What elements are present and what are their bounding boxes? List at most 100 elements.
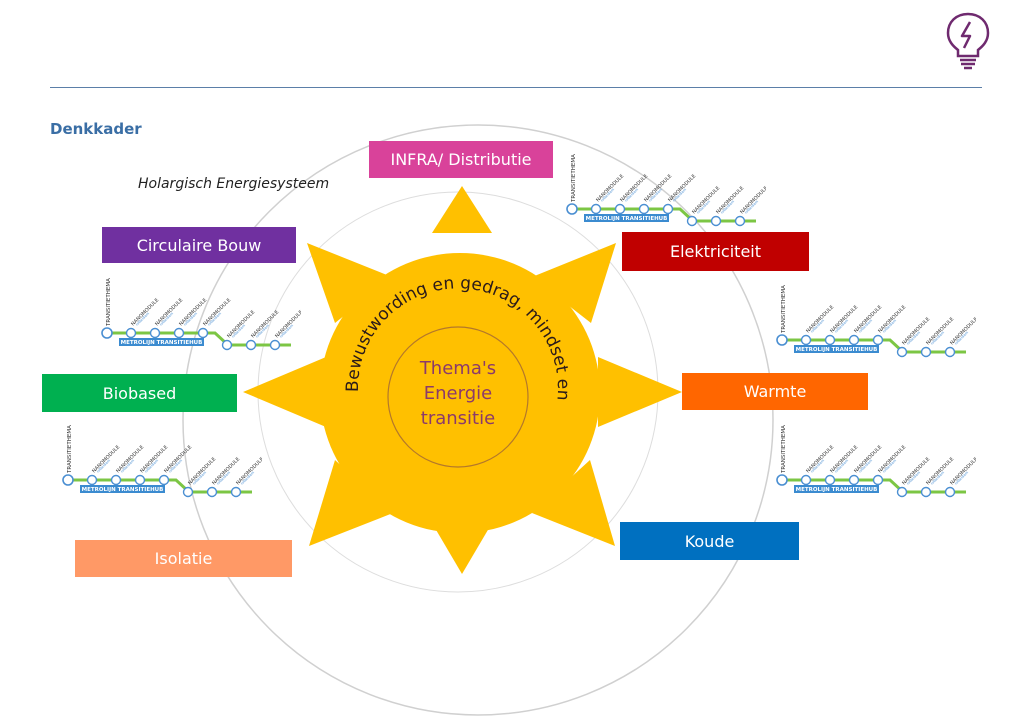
metro-station: [182, 486, 194, 498]
metro-station: [245, 339, 257, 351]
metro-hub-badge: [794, 345, 879, 353]
metro-thema-label: TRANSITIETHEMA: [571, 154, 577, 203]
section-title: Denkkader: [50, 120, 142, 138]
metro-start-station: [776, 474, 788, 486]
theme-infra-label: INFRA/ Distributie: [390, 150, 532, 169]
center-circle: [387, 326, 529, 468]
ray-upper-right: [532, 243, 616, 323]
metro-station: [920, 486, 932, 498]
metro-start-station: [776, 334, 788, 346]
metro-station: [800, 474, 812, 486]
theme-elektriciteit: Elektriciteit: [622, 232, 809, 271]
metro-station: [848, 334, 860, 346]
metro-hub-label: METROLIJN TRANSITIEHUB: [796, 347, 878, 353]
metro-station: [149, 327, 161, 339]
metro-station: [920, 346, 932, 358]
metro-station: [269, 339, 281, 351]
header-divider: [50, 87, 982, 88]
metro-hub-badge: [794, 485, 879, 493]
metro-station: [230, 486, 242, 498]
center-line-3: transitie: [421, 408, 495, 429]
metro-track: [782, 478, 966, 494]
metro-station: [734, 215, 746, 227]
metro-station: [824, 334, 836, 346]
metro-station: [158, 474, 170, 486]
metro-station: [800, 334, 812, 346]
theme-koude: Koude: [620, 522, 799, 560]
ray-left: [243, 357, 326, 427]
lightbulb-icon: [946, 12, 990, 70]
metro-station: [944, 486, 956, 498]
center-line-1: Thema's: [419, 358, 496, 379]
metro-start-station: [62, 474, 74, 486]
center-line-2: Energie: [424, 383, 492, 404]
sun-rays: [243, 186, 682, 574]
ray-bottom: [432, 523, 492, 574]
metro-station: [86, 474, 98, 486]
metro-station: [662, 203, 674, 215]
metro-hub-label: METROLIJN TRANSITIEHUB: [82, 487, 164, 493]
theme-circulaire-label: Circulaire Bouw: [136, 235, 262, 255]
metro-hub-badge: [119, 338, 204, 346]
ray-lower-left: [309, 460, 393, 546]
metro-station: [710, 215, 722, 227]
metro-thema-label: TRANSITIETHEMA: [67, 425, 73, 474]
theme-koude-label: Koude: [684, 531, 735, 551]
metro-hub-label: METROLIJN TRANSITIEHUB: [121, 340, 203, 346]
theme-biobased: Biobased: [42, 374, 237, 412]
metro-track: [782, 338, 966, 354]
theme-elektriciteit-label: Elektriciteit: [669, 242, 762, 261]
metro-track: [572, 207, 756, 223]
theme-isolatie-label: Isolatie: [154, 549, 213, 568]
metro-station: [110, 474, 122, 486]
theme-warmte: Warmte: [682, 373, 868, 410]
metro-station: [824, 474, 836, 486]
metro-station: [590, 203, 602, 215]
ray-top: [432, 186, 492, 233]
theme-circulaire: Circulaire Bouw: [102, 227, 296, 263]
metro-track: [107, 331, 291, 347]
metro-station: [125, 327, 137, 339]
metro-station: [638, 203, 650, 215]
metro-station: [848, 474, 860, 486]
metro-station: [197, 327, 209, 339]
metro-thema-label: TRANSITIETHEMA: [781, 285, 787, 334]
metro-start-station: [566, 203, 578, 215]
metro-station: [872, 474, 884, 486]
metro-track: [68, 478, 252, 494]
ray-lower-right: [532, 460, 615, 546]
metro-station: [872, 334, 884, 346]
metro-station: [221, 339, 233, 351]
metro-station: [944, 346, 956, 358]
outer-ring: [182, 124, 774, 716]
metro-station: [686, 215, 698, 227]
metro-hub-label: METROLIJN TRANSITIEHUB: [796, 487, 878, 493]
theme-isolatie: Isolatie: [75, 540, 292, 577]
metro-thema-label: TRANSITIETHEMA: [106, 278, 112, 327]
theme-infra: INFRA/ Distributie: [369, 141, 553, 178]
theme-biobased-label: Biobased: [102, 383, 177, 403]
metro-station: [173, 327, 185, 339]
ray-right: [598, 357, 682, 427]
metro-start-station: [101, 327, 113, 339]
metro-hub-badge: [584, 214, 669, 222]
theme-warmte-label: Warmte: [743, 382, 807, 401]
metro-station: [134, 474, 146, 486]
metro-thema-label: TRANSITIETHEMA: [781, 425, 787, 474]
metro-hub-badge: [80, 485, 165, 493]
metro-station: [896, 346, 908, 358]
metro-hub-label: METROLIJN TRANSITIEHUB: [586, 216, 668, 222]
diagram-subtitle: Holargisch Energiesysteem: [138, 176, 330, 192]
metro-station: [896, 486, 908, 498]
